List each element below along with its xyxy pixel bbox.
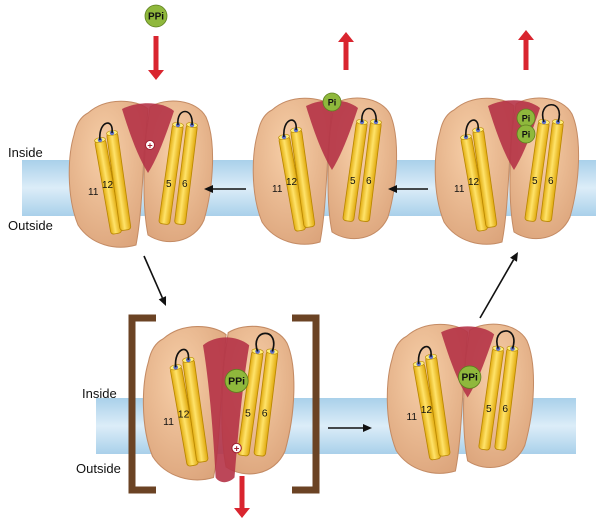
helix-number-6: 6: [182, 179, 188, 190]
pi-ligand-1-label: Pi: [522, 130, 531, 140]
pi-ligand-0-label: Pi: [522, 114, 531, 124]
inside-label-top: Inside: [8, 145, 43, 160]
helix-number-12: 12: [468, 177, 480, 188]
helix-number-5: 5: [486, 404, 492, 415]
helix-number-5: 5: [166, 179, 172, 190]
helix-number-12: 12: [286, 177, 298, 188]
helix-number-6: 6: [502, 404, 508, 415]
helix-number-5: 5: [245, 408, 251, 420]
helix-number-12: 12: [102, 180, 114, 191]
proton-0-sign: +: [147, 140, 152, 150]
helix-number-6: 6: [366, 176, 372, 187]
helix-number-11: 11: [272, 184, 283, 195]
helix-number-12: 12: [178, 409, 190, 421]
arrow-state5-to-state3-shaft: [480, 260, 514, 318]
incoming-ppi-label: PPi: [148, 12, 164, 23]
helix-number-11: 11: [454, 184, 465, 195]
helix-number-11: 11: [88, 187, 99, 198]
helix-number-11: 11: [406, 412, 417, 423]
helix-number-5: 5: [350, 176, 356, 187]
arrow-state1-to-state4-shaft: [144, 256, 162, 298]
ppi-ligand-0-label: PPi: [228, 376, 245, 388]
proton-1-sign: +: [234, 444, 240, 455]
helix-number-11: 11: [163, 416, 174, 428]
outside-label-top: Outside: [8, 218, 53, 233]
ppi-ligand-0-label: PPi: [461, 373, 478, 384]
uptake-arrow-head: [148, 70, 164, 80]
release-arrow-pi-pair-head: [518, 30, 534, 40]
helix-number-5: 5: [532, 176, 538, 187]
helix-number-12: 12: [421, 405, 433, 416]
helix-number-6: 6: [262, 408, 268, 420]
proton-release-arrow-head: [234, 508, 250, 518]
release-arrow-pi-head: [338, 32, 354, 42]
helix-number-6: 6: [548, 176, 554, 187]
outside-label-bottom: Outside: [76, 461, 121, 476]
pi-ligand-0-label: Pi: [328, 98, 337, 108]
inside-label-bottom: Inside: [82, 386, 117, 401]
